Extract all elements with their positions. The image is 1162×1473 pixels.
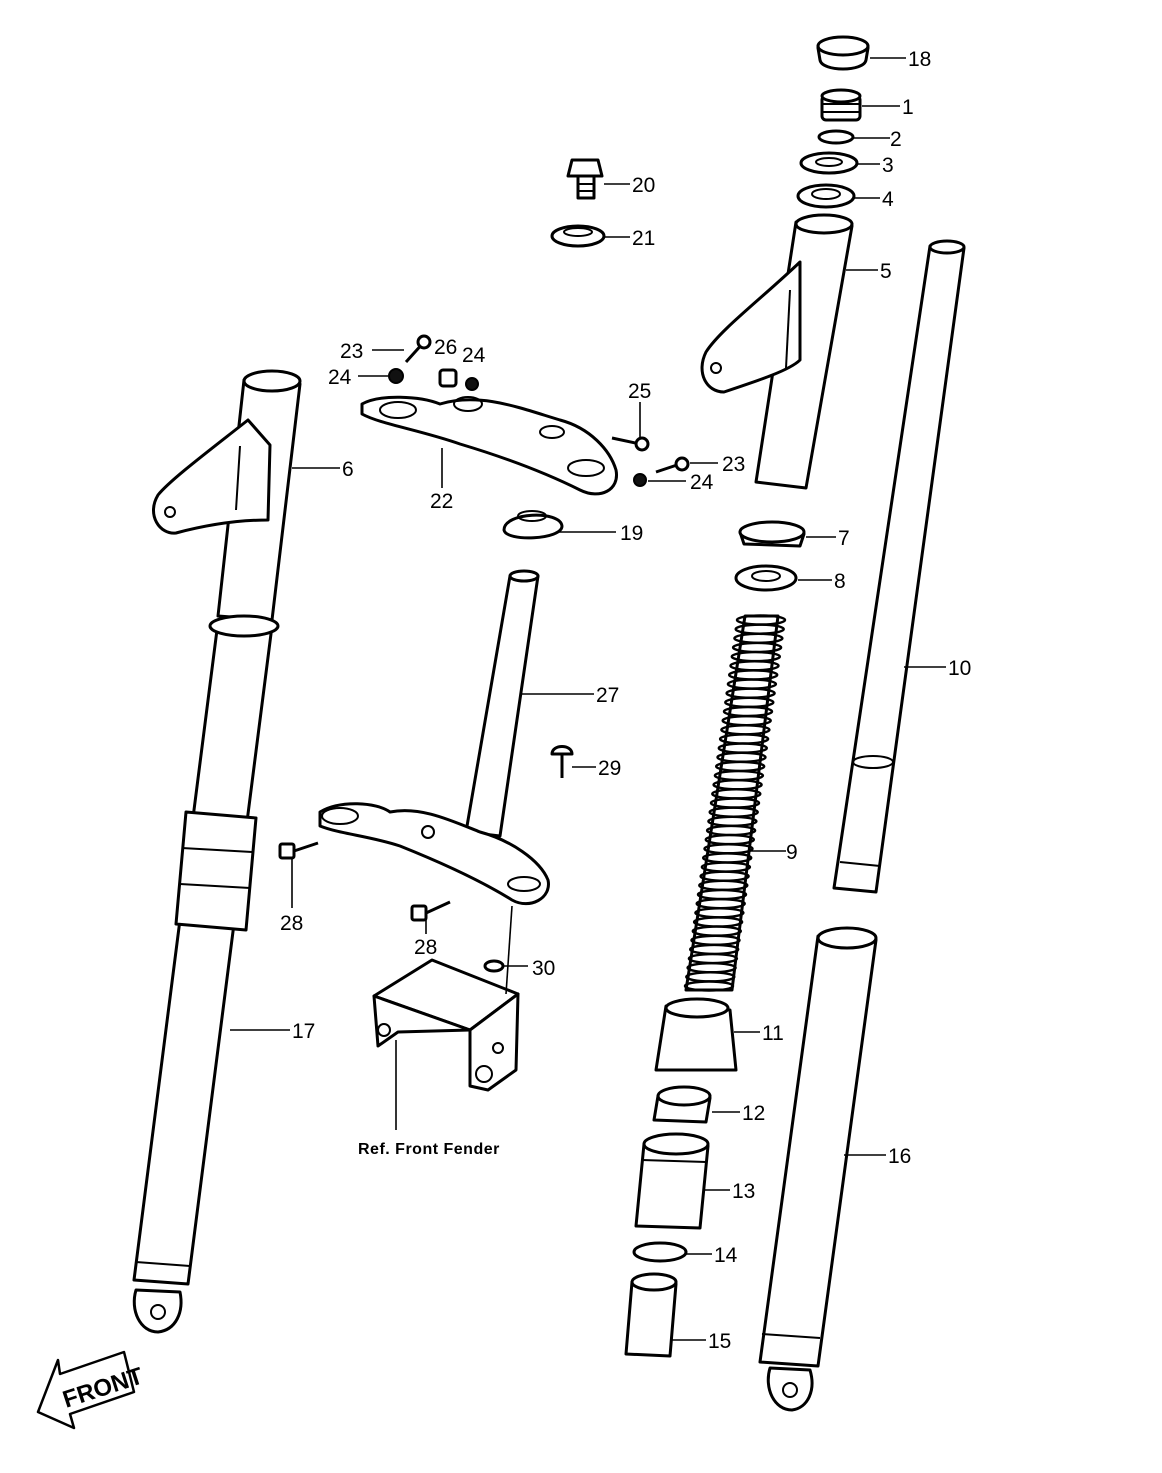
callout-27: 27 (596, 684, 619, 707)
part-23-bolt-b (655, 456, 690, 474)
callout-25: 25 (628, 380, 651, 403)
part-5-upper-fork-cover-right (700, 213, 854, 490)
callout-15: 15 (708, 1330, 731, 1353)
callout-30: 30 (532, 957, 555, 980)
callout-4: 4 (882, 188, 894, 211)
callout-8: 8 (834, 570, 846, 593)
callout-labels: 18 1 2 3 4 5 20 21 23 26 24 24 25 23 24 … (280, 48, 971, 1353)
callout-12: 12 (742, 1102, 765, 1125)
part-14-ring (632, 1241, 688, 1263)
callout-3: 3 (882, 154, 894, 177)
part-3-washer (799, 151, 859, 175)
callout-17: 17 (292, 1020, 315, 1043)
callout-24a: 24 (328, 366, 352, 389)
part-2-o-ring (817, 129, 855, 145)
part-6-upper-fork-cover-left (152, 369, 302, 622)
part-4-washer (796, 183, 856, 209)
front-direction-arrow: FRONT (36, 1350, 147, 1430)
callout-13: 13 (732, 1180, 755, 1203)
part-15-cylinder (624, 1272, 678, 1358)
part-10-inner-tube-right (832, 239, 966, 894)
part-7-seal (738, 520, 806, 548)
part-18-top-cap (816, 35, 870, 71)
callout-10: 10 (948, 657, 971, 680)
callout-9: 9 (786, 841, 798, 864)
callout-23a: 23 (340, 340, 363, 363)
part-8-washer (734, 564, 798, 592)
leader-lines (230, 57, 946, 1341)
part-16-outer-tube-right (758, 926, 878, 1412)
callout-20: 20 (632, 174, 655, 197)
part-23-bolt-a (404, 334, 432, 364)
part-22-upper-bracket (360, 395, 618, 496)
part-28-bolt-b (410, 900, 451, 922)
callout-7: 7 (838, 527, 850, 550)
callout-29: 29 (598, 757, 621, 780)
callout-16: 16 (888, 1145, 911, 1168)
part-21-washer (550, 224, 606, 248)
callout-22: 22 (430, 490, 453, 513)
part-17-fork-assembly-left (132, 614, 280, 1334)
part-24-nut-a (388, 368, 404, 384)
callout-21: 21 (632, 227, 655, 250)
reference-note-front-fender: Ref. Front Fender (358, 1141, 500, 1158)
part-19-stem-cover (502, 510, 564, 540)
callout-28b: 28 (414, 936, 437, 959)
callout-11: 11 (762, 1022, 784, 1045)
front-fender-bracket (372, 958, 520, 1092)
part-12-collar (652, 1085, 712, 1124)
callout-28a: 28 (280, 912, 303, 935)
callout-19: 19 (620, 522, 643, 545)
part-20-bolt (566, 158, 604, 200)
part-25-bolt (611, 436, 650, 452)
part-9-fork-spring (683, 614, 787, 992)
callout-24b: 24 (462, 344, 486, 367)
part-24-nut-c (633, 473, 647, 487)
part-29-screw (550, 745, 574, 778)
callout-24c: 24 (690, 471, 714, 494)
callout-2: 2 (890, 128, 902, 151)
spring-coil (683, 980, 735, 992)
part-27-steering-stem (318, 569, 550, 906)
callout-1: 1 (902, 96, 914, 119)
part-30-clip (483, 959, 505, 973)
part-28-bolt-a (278, 841, 319, 860)
part-26-nut (438, 368, 458, 388)
callout-23b: 23 (722, 453, 745, 476)
part-1-cap-bolt (820, 88, 862, 122)
part-13-piston (634, 1132, 710, 1230)
part-24-nut-b (465, 377, 479, 391)
callout-5: 5 (880, 260, 892, 283)
callout-18: 18 (908, 48, 931, 71)
part-11-cylinder-base (654, 997, 738, 1072)
callout-6: 6 (342, 458, 354, 481)
callout-26: 26 (434, 336, 457, 359)
callout-14: 14 (714, 1244, 738, 1267)
